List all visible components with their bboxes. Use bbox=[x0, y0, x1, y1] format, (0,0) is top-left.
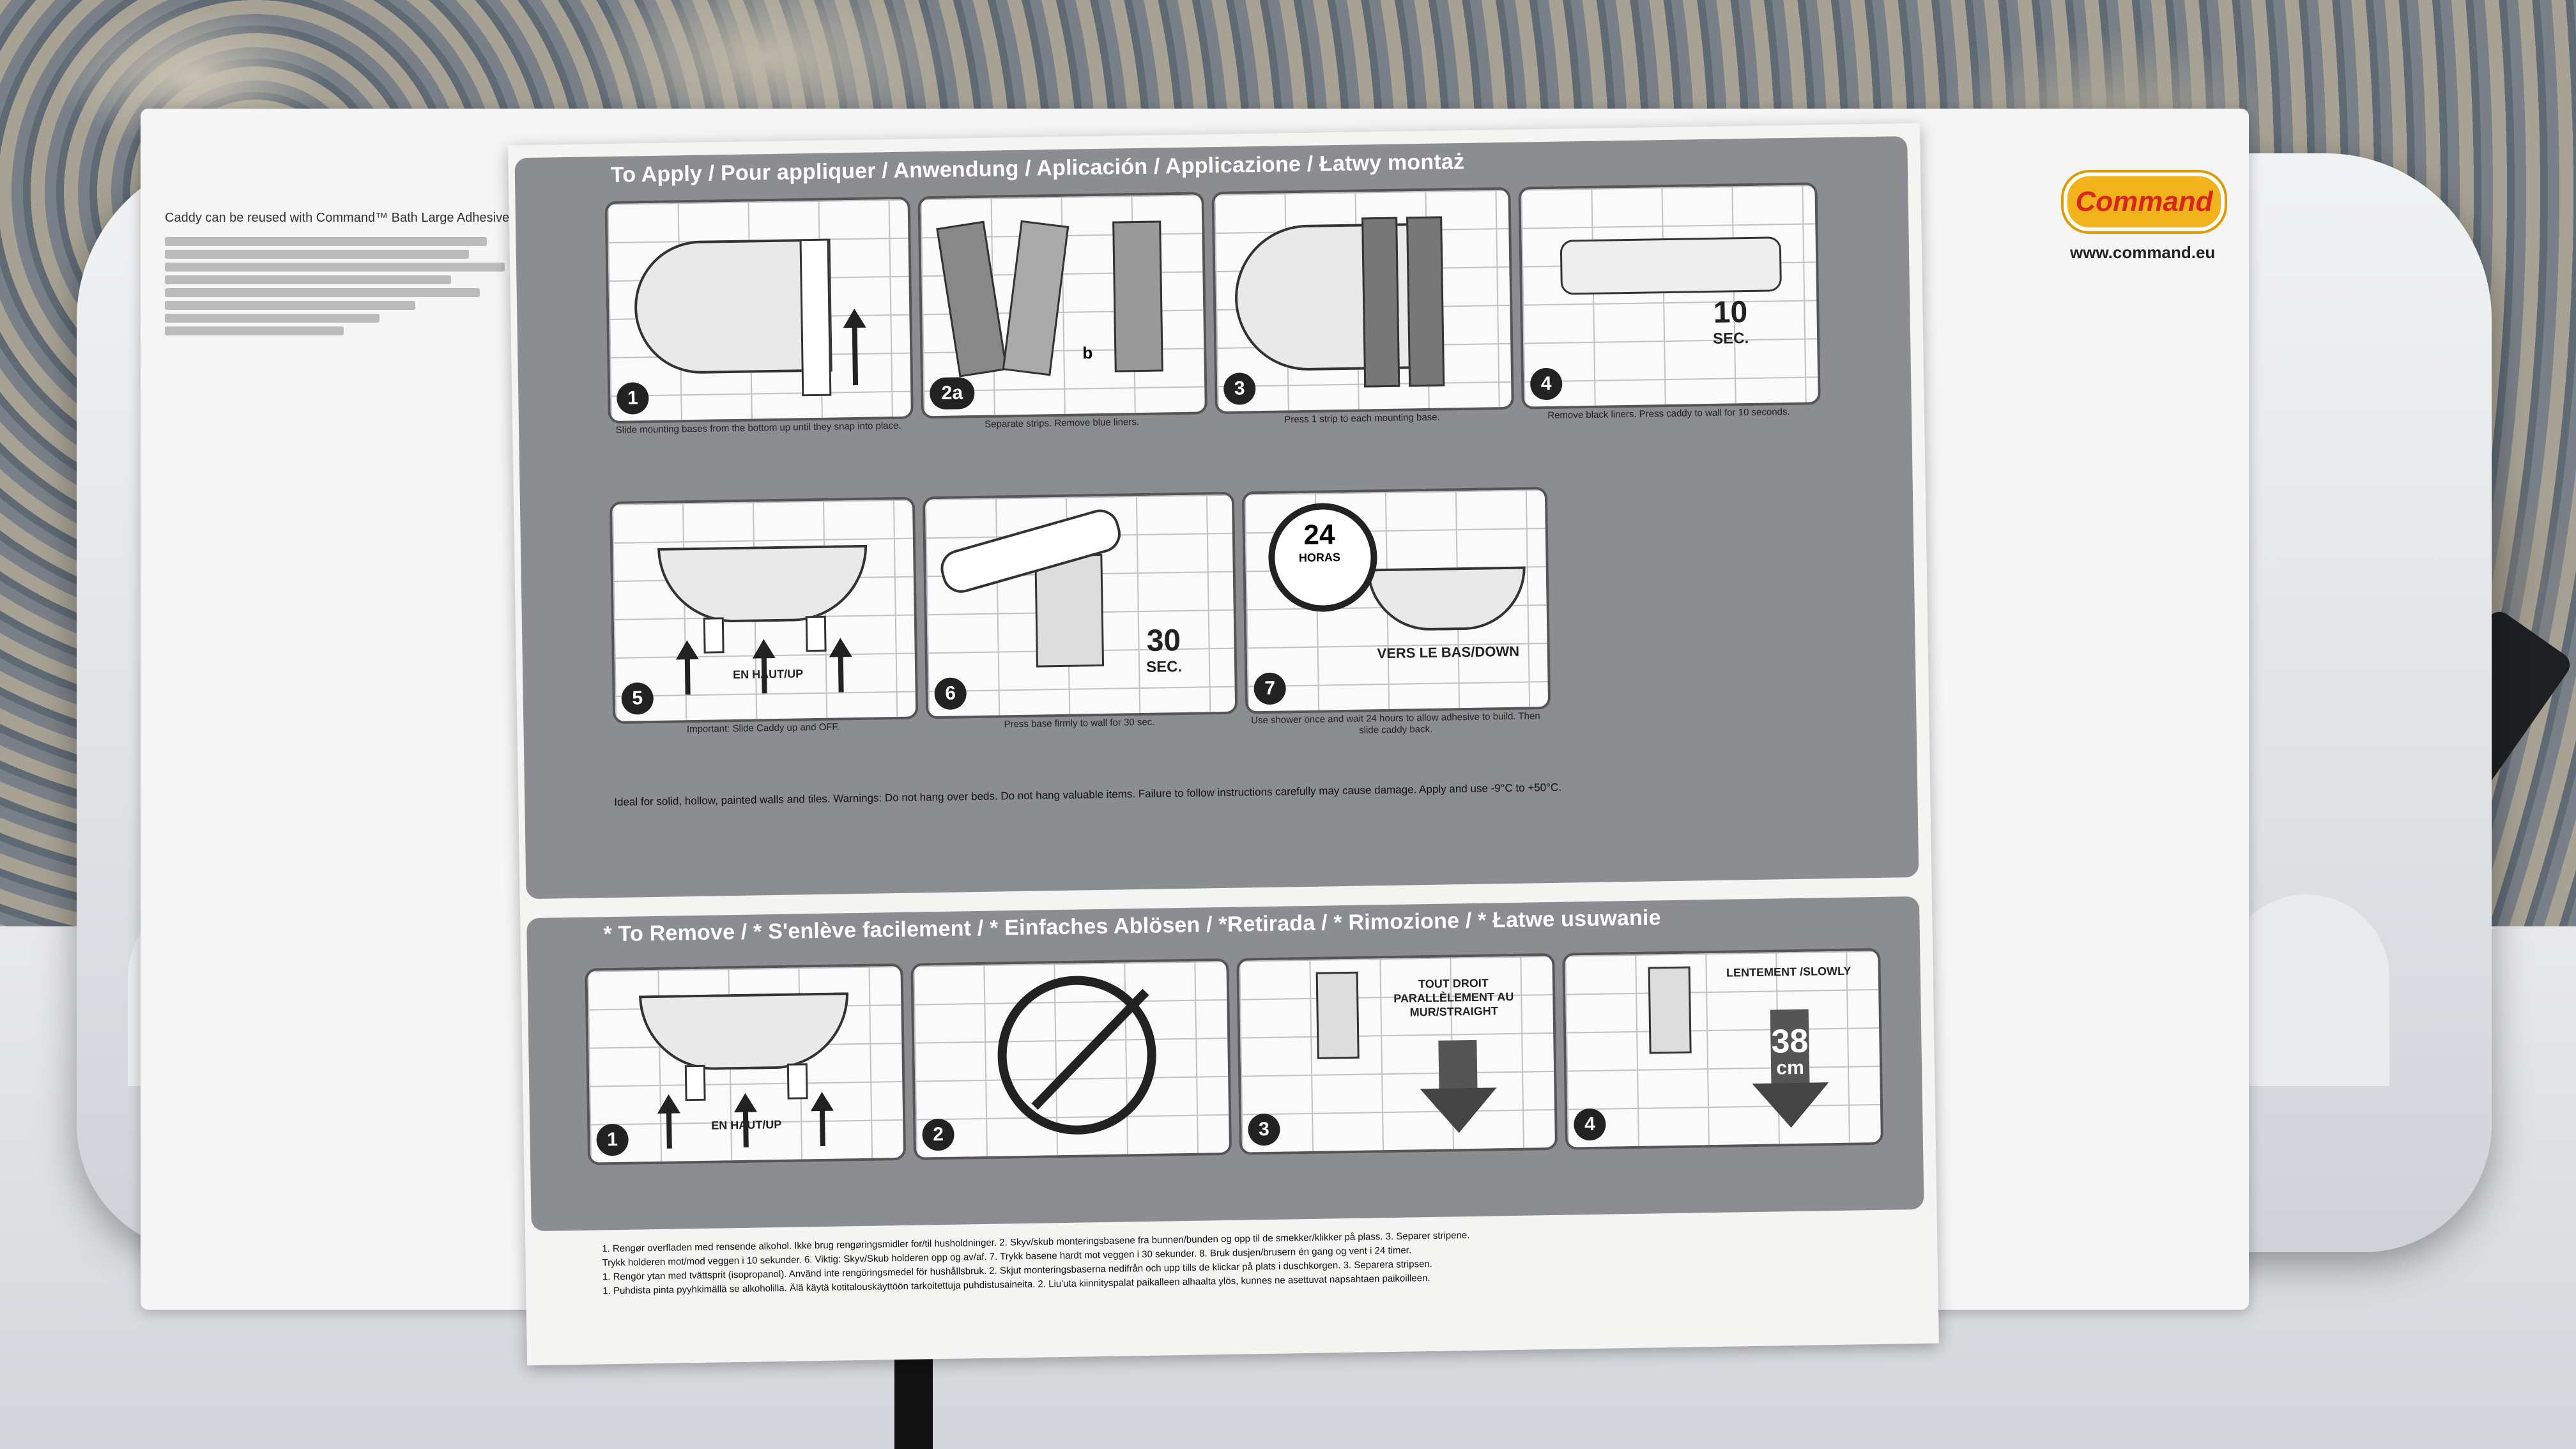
apply-step-1: 1 bbox=[604, 196, 914, 424]
clock-unit: HORAS bbox=[1298, 551, 1341, 565]
instruction-sheet: To Apply / Pour appliquer / Anwendung / … bbox=[508, 123, 1939, 1366]
logo-text: Command bbox=[2075, 186, 2213, 217]
step-6-unit: SEC. bbox=[1146, 658, 1183, 676]
brand-url: www.command.eu bbox=[2070, 243, 2216, 262]
apply-step-6: 30 SEC. 6 bbox=[922, 491, 1238, 719]
apply-step-2a: b 2a bbox=[917, 192, 1208, 419]
apply-step-3: 3 bbox=[1211, 187, 1514, 415]
apply-step-5: EN HAUT/UP 5 bbox=[609, 496, 919, 724]
remove-step-4-label: LENTEMENT /SLOWLY bbox=[1726, 964, 1851, 979]
step-6-seconds: 30 bbox=[1146, 624, 1181, 658]
left-multilingual-lines bbox=[165, 233, 523, 339]
remove-step-3-label: TOUT DROIT PARALLÈLEMENT AU MUR/STRAIGHT bbox=[1393, 976, 1514, 1019]
remove-step-4-distance: 38 bbox=[1771, 1022, 1809, 1061]
remove-step-3: TOUT DROIT PARALLÈLEMENT AU MUR/STRAIGHT… bbox=[1236, 953, 1558, 1155]
step-2b-label: b bbox=[1082, 343, 1093, 363]
step-7-label: VERS LE BAS/DOWN bbox=[1377, 643, 1520, 662]
step-number: 2a bbox=[929, 377, 975, 410]
apply-step-7-caption: Use shower once and wait 24 hours to all… bbox=[1251, 710, 1540, 736]
remove-step-2: 2 bbox=[910, 958, 1232, 1160]
remove-step-1-label: EN HAUT/UP bbox=[711, 1117, 782, 1132]
step-4-seconds: 10 bbox=[1713, 295, 1748, 330]
remove-step-1: EN HAUT/UP 1 bbox=[585, 963, 907, 1165]
step-5-label: EN HAUT/UP bbox=[733, 667, 804, 682]
caddy-right-hook bbox=[2223, 894, 2389, 1086]
step-4-unit: SEC. bbox=[1712, 330, 1749, 348]
command-logo: Command bbox=[2064, 172, 2230, 231]
remove-step-4: LENTEMENT /SLOWLY 38 cm 4 bbox=[1562, 947, 1883, 1150]
left-caption: Caddy can be reused with Command™ Bath L… bbox=[165, 211, 549, 225]
remove-step-4-unit: cm bbox=[1776, 1057, 1804, 1079]
fine-print: 1. Rengør overfladen med rensende alkoho… bbox=[602, 1223, 1855, 1300]
apply-step-4: 10 SEC. 4 bbox=[1518, 182, 1821, 410]
clock-hours: 24 bbox=[1303, 519, 1335, 551]
